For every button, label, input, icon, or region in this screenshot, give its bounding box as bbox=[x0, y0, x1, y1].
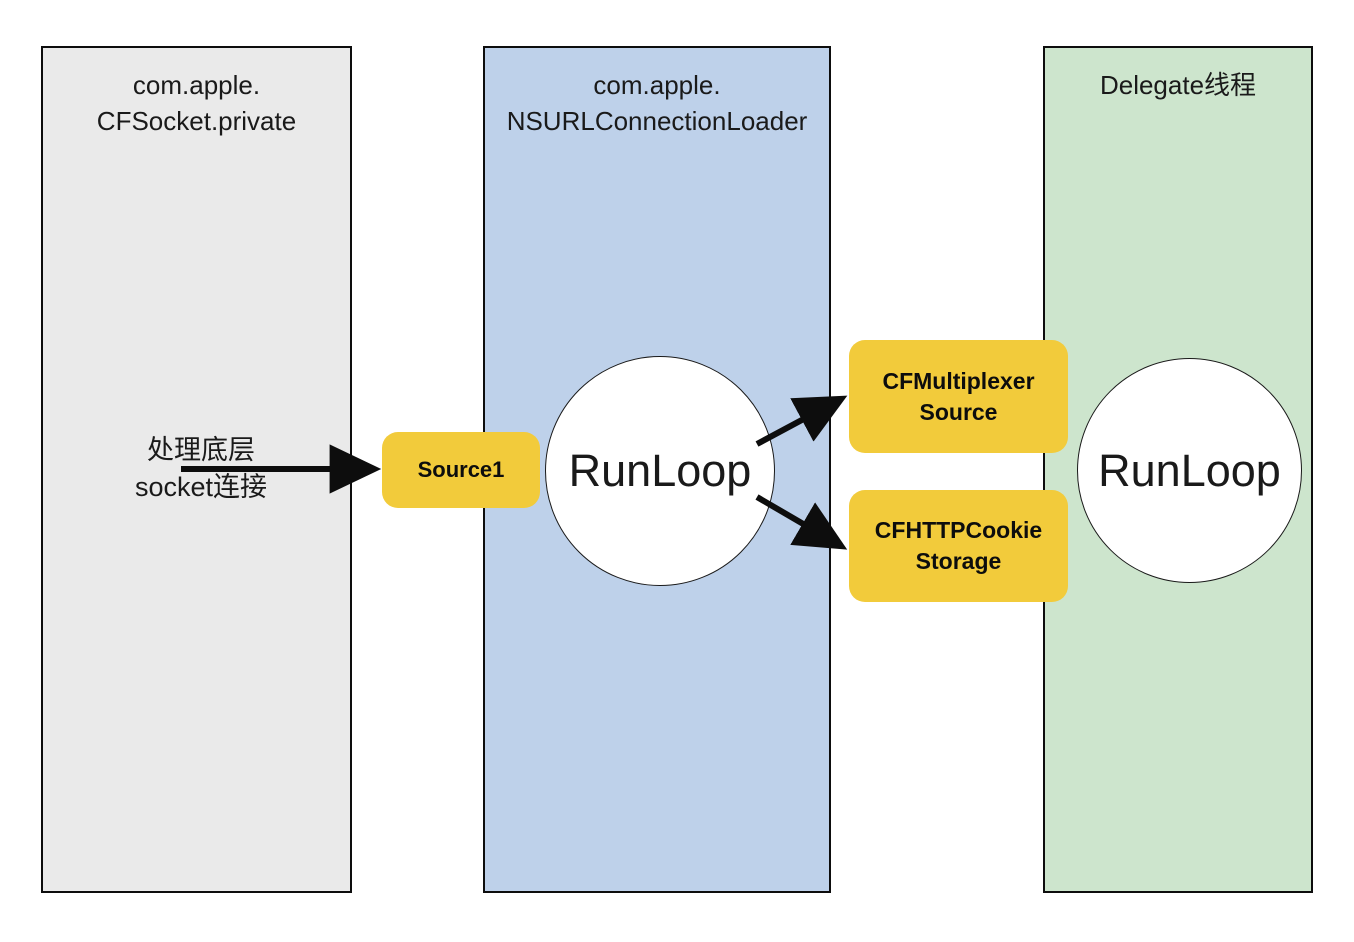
lane-cfsocket-private-title: com.apple. CFSocket.private bbox=[96, 70, 297, 136]
node-cfhttpcookie-storage[interactable]: CFHTTPCookie Storage bbox=[849, 490, 1068, 602]
node-runloop-loader[interactable]: RunLoop bbox=[545, 356, 775, 586]
note-socket-handling: 处理底层 socket连接 bbox=[134, 435, 268, 502]
node-runloop-delegate[interactable]: RunLoop bbox=[1077, 358, 1302, 583]
lane-delegate-thread-title: Delegate线程 bbox=[1099, 70, 1257, 100]
node-cfmultiplexer-source[interactable]: CFMultiplexer Source bbox=[849, 340, 1068, 453]
lane-nsurlconnectionloader-title: com.apple. NSURLConnectionLoader bbox=[506, 70, 808, 136]
node-source1[interactable]: Source1 bbox=[382, 432, 540, 508]
